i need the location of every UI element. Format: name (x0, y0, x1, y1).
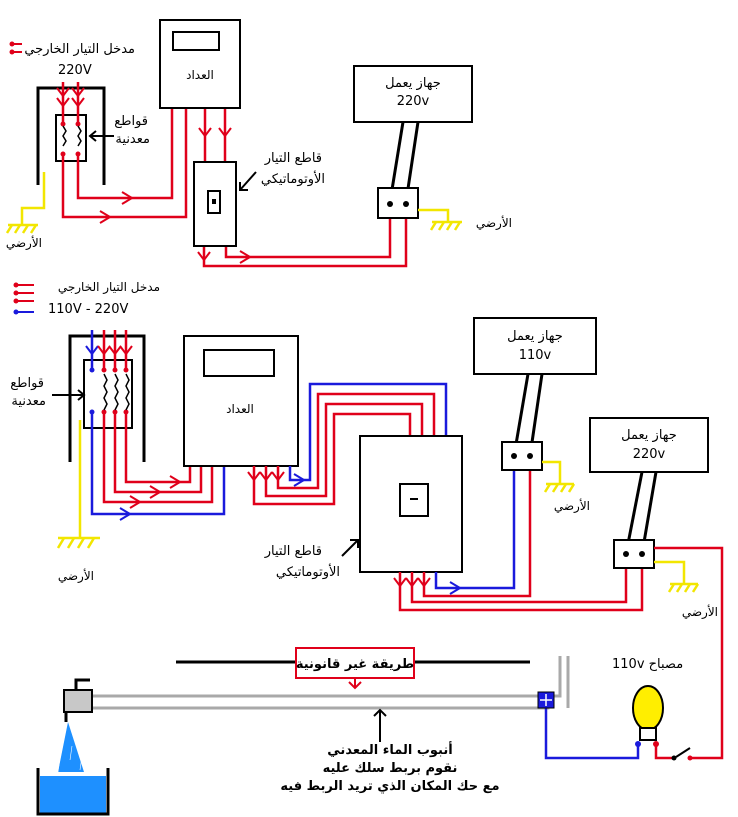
bottom-auto-breaker-label-1: قاطع التيار (264, 544, 322, 559)
top-auto-breaker-label-2: الأوتوماتيكي (261, 170, 325, 187)
bottom-ground-left-label: الأرضي (58, 568, 94, 584)
bottom-breakers-label-2: معدنية (11, 394, 46, 409)
lamp-hot-wire (654, 546, 724, 760)
top-breakers-label-2: معدنية (115, 132, 150, 147)
top-meter-label: العداد (186, 68, 214, 82)
switch-icon (671, 747, 693, 761)
top-ground-right-label: الأرضي (476, 215, 512, 231)
bottom-diagram: مدخل التيار الخارجي 110V - 220V قواطع مع… (10, 280, 724, 760)
top-ground-left (5, 172, 46, 234)
water-stream (58, 722, 84, 772)
top-incoming-label: مدخل التيار الخارجي (24, 42, 135, 57)
top-device-label-1: جهاز يعمل (385, 76, 441, 91)
bottom-meter-display (203, 349, 275, 377)
bottom-breakers-label-1: قواطع (10, 376, 44, 391)
faucet-icon (63, 678, 93, 722)
bottom-breaker-bracket (68, 334, 146, 462)
bottom-device-220v (589, 417, 709, 473)
bottom-socket-220v (613, 539, 655, 569)
lamp-icon (632, 685, 664, 747)
top-voltage-label: 220V (58, 63, 92, 78)
top-hot-wires (61, 82, 408, 268)
bottom-incoming-legend (13, 282, 34, 315)
bottom-incoming-label: مدخل التيار الخارجي (58, 280, 160, 295)
bottom-socket-110v (501, 441, 543, 471)
bottom-ground-right (654, 560, 700, 593)
illegal-banner (295, 647, 415, 679)
top-incoming-legend (9, 41, 22, 55)
pipe-neutral-wire (544, 700, 640, 760)
top-ground-left-label: الأرضي (6, 235, 42, 251)
top-device-220v (353, 65, 473, 123)
bottom-auto-breaker-label-2: الأوتوماتيكي (276, 563, 340, 580)
bottom-meter-label: العداد (226, 402, 254, 416)
bottom-device220-label-2: 220v (633, 447, 666, 462)
top-diagram: مدخل التيار الخارجي 220V قواطع معدنية (5, 19, 512, 268)
bottom-device-110v (473, 317, 597, 375)
bottom-device110-label-2: 110v (519, 348, 552, 363)
top-auto-breaker-label-1: قاطع التيار (264, 151, 322, 166)
bottom-device220-label-1: جهاز يعمل (621, 428, 677, 443)
illegal-banner-text: طريقة غير قانونية (296, 657, 414, 672)
top-device-label-2: 220v (397, 94, 430, 109)
bottom-voltage-label: 110V - 220V (48, 302, 128, 317)
illegal-method: طريقة غير قانونية أنبوب الماء المعدني نق… (36, 647, 693, 816)
top-breakers-label-1: قواطع (114, 114, 148, 129)
bottom-ground-mid (542, 460, 576, 493)
bottom-device110-label-1: جهاز يعمل (507, 329, 563, 344)
lamp-label: 110v مصباح (612, 657, 683, 672)
pipe-note-line-3: مع حك المكان الذي تريد الربط فيه (280, 779, 499, 794)
bottom-ground-right-label: الأرضي (682, 604, 718, 620)
top-ground-right (418, 208, 462, 231)
pipe-note-line-1: أنبوب الماء المعدني (327, 741, 452, 758)
top-breaker-box (55, 114, 87, 162)
bottom-ground-mid-label: الأرضي (554, 498, 590, 514)
top-meter-display (172, 31, 220, 51)
bottom-ground-left (56, 420, 100, 549)
pipe-note-line-2: نقوم بربط سلك عليه (323, 761, 458, 776)
water-bucket (40, 776, 106, 814)
top-socket (377, 187, 419, 219)
